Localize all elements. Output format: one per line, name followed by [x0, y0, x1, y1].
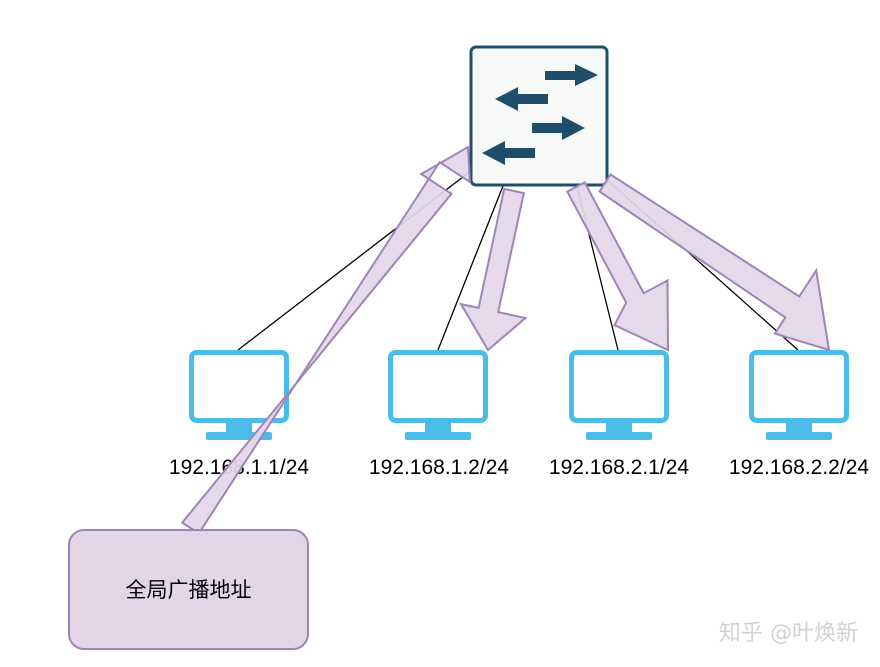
switch-icon	[469, 45, 609, 187]
host-1	[189, 350, 289, 440]
monitor-icon	[388, 350, 488, 440]
broadcast-flow-arrows	[180, 145, 831, 535]
monitor-icon	[189, 350, 289, 440]
host-ip-label: 192.168.1.2/24	[369, 456, 509, 479]
link-host-2	[437, 185, 504, 351]
broadcast-address-box: 全局广播地址	[68, 529, 309, 650]
host-2	[388, 350, 488, 440]
switch-arrow-left-bottom	[482, 141, 535, 165]
switch-body	[469, 45, 609, 187]
host-ip-label: 192.168.2.2/24	[729, 456, 869, 479]
flow-arrow-to-switch	[180, 145, 472, 535]
watermark: 知乎 @叶焕新	[719, 621, 858, 646]
flow-arrow-to-host-2	[458, 187, 528, 352]
host-ip-label: 192.168.2.1/24	[549, 456, 689, 479]
broadcast-box-shape	[68, 529, 309, 650]
host-4	[749, 350, 849, 440]
host-3	[569, 350, 669, 440]
monitor-icon	[569, 350, 669, 440]
switch-arrow-right-top	[545, 64, 598, 86]
switch-arrow-left-top	[495, 87, 548, 111]
broadcast-box-label: 全局广播地址	[126, 578, 252, 602]
switch-arrow-right-bottom	[532, 116, 585, 140]
flow-arrow-to-host-3	[565, 181, 670, 352]
monitor-icon	[749, 350, 849, 440]
flow-arrow-to-host-4	[598, 173, 831, 352]
